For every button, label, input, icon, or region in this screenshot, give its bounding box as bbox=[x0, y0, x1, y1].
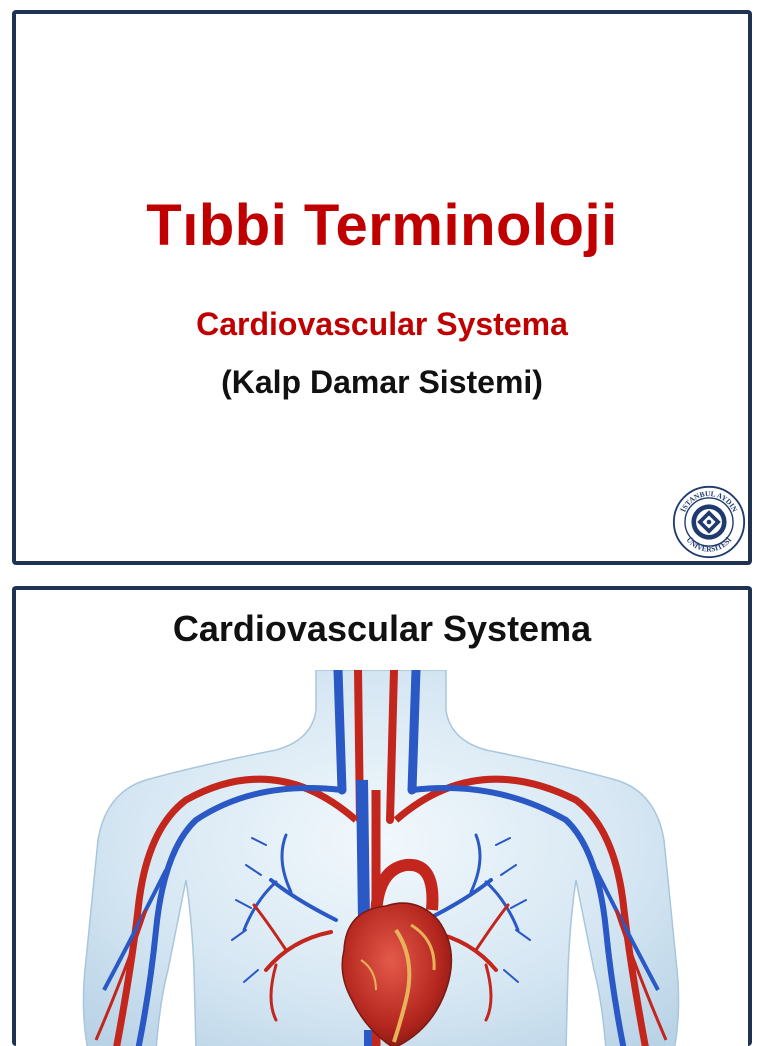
slide-title: Cardiovascular Systema bbox=[172, 608, 592, 649]
university-seal-icon: İSTANBUL AYDIN ÜNİVERSİTESİ bbox=[672, 485, 746, 559]
cardiovascular-system-illustration bbox=[82, 670, 680, 1046]
title-slide: Tıbbi Terminoloji Cardiovascular Systema… bbox=[12, 10, 752, 565]
slide-subtitle-translation: (Kalp Damar Sistemi) bbox=[221, 364, 543, 400]
slide-title: Tıbbi Terminoloji bbox=[146, 193, 618, 258]
content-slide: Cardiovascular Systema bbox=[12, 586, 752, 1046]
slide-subtitle: Cardiovascular Systema bbox=[196, 306, 568, 342]
